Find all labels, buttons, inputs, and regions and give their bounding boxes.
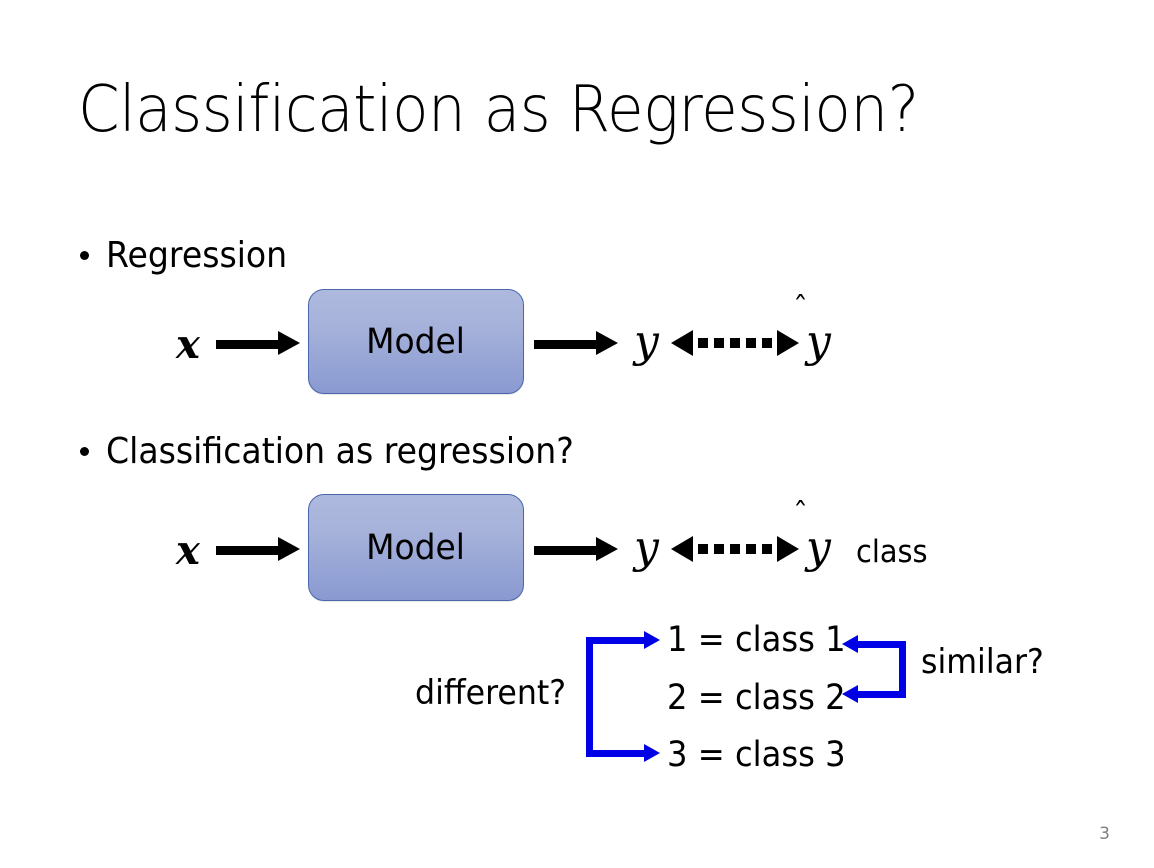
dot	[714, 338, 724, 348]
target-symbol-yhat-row2: y ̂	[806, 526, 831, 570]
bracket-arrow-head-bottom	[644, 744, 660, 762]
bracket-arrow-head-top	[842, 635, 858, 653]
bullet-label: Regression	[106, 235, 288, 276]
arrow-head-left	[671, 536, 693, 562]
bullet-item-classification: Classification as regression?	[80, 434, 615, 470]
different-annotation: different?	[415, 673, 567, 713]
dot	[746, 544, 756, 554]
similar-annotation: similar?	[921, 642, 1044, 682]
dotted-double-arrow-row2	[671, 536, 799, 562]
bullet-item-regression: Regression	[80, 238, 303, 274]
yhat-base: y	[806, 316, 831, 367]
arrow-shaft	[534, 340, 600, 349]
bracket-arrow-head-top	[644, 631, 660, 649]
arrow-shaft	[216, 340, 282, 349]
model-box-label: Model	[366, 527, 466, 568]
bullet-label: Classification as regression?	[106, 431, 574, 472]
dot	[746, 338, 756, 348]
yhat-base: y	[806, 522, 831, 573]
bracket-arm-bottom	[858, 691, 906, 698]
model-box-classification: Model	[308, 494, 524, 601]
bracket-arm-top	[586, 637, 644, 644]
bullet-dot-icon	[80, 251, 89, 260]
bracket-arm-top	[858, 641, 906, 648]
bracket-arrow-head-bottom	[842, 685, 858, 703]
dot	[730, 544, 740, 554]
arrow-shaft	[534, 546, 600, 555]
model-box-regression: Model	[308, 289, 524, 394]
arrow-model-to-y-row2	[534, 537, 618, 561]
bracket-spine	[586, 637, 593, 757]
dotted-double-arrow-row1	[671, 330, 799, 356]
arrow-model-to-y-row1	[534, 331, 618, 355]
page-number: 3	[1099, 824, 1110, 844]
arrow-head	[278, 537, 300, 561]
dot	[762, 544, 772, 554]
class-mapping-item: 1 = class 1	[667, 620, 846, 660]
input-symbol-x-row2: x	[176, 527, 200, 574]
output-symbol-y-row2: y	[634, 522, 659, 573]
page-title: Classification as Regression?	[78, 73, 919, 147]
hat-accent-icon: ̂	[808, 509, 830, 521]
hat-accent-icon: ̂	[808, 303, 830, 315]
arrow-x-to-model-row1	[216, 331, 300, 355]
dotted-shaft	[693, 544, 777, 554]
bracket-arm-bottom	[586, 750, 644, 757]
dot	[714, 544, 724, 554]
target-symbol-yhat-row1: y ̂	[806, 320, 831, 364]
arrow-head-right	[777, 536, 799, 562]
arrow-x-to-model-row2	[216, 537, 300, 561]
arrow-head	[596, 331, 618, 355]
model-box-label: Model	[366, 321, 466, 362]
class-mapping-item: 2 = class 2	[667, 678, 846, 718]
arrow-head-right	[777, 330, 799, 356]
output-symbol-y-row1: y	[634, 316, 659, 367]
arrow-head	[596, 537, 618, 561]
class-label: class	[856, 534, 928, 570]
bullet-dot-icon	[80, 447, 89, 456]
arrow-head-left	[671, 330, 693, 356]
dot	[698, 544, 708, 554]
dot	[698, 338, 708, 348]
bracket-spine	[899, 641, 906, 698]
arrow-head	[278, 331, 300, 355]
dot	[730, 338, 740, 348]
arrow-shaft	[216, 546, 282, 555]
dotted-shaft	[693, 338, 777, 348]
input-symbol-x-row1: x	[176, 321, 200, 368]
class-mapping-item: 3 = class 3	[667, 735, 846, 775]
dot	[762, 338, 772, 348]
